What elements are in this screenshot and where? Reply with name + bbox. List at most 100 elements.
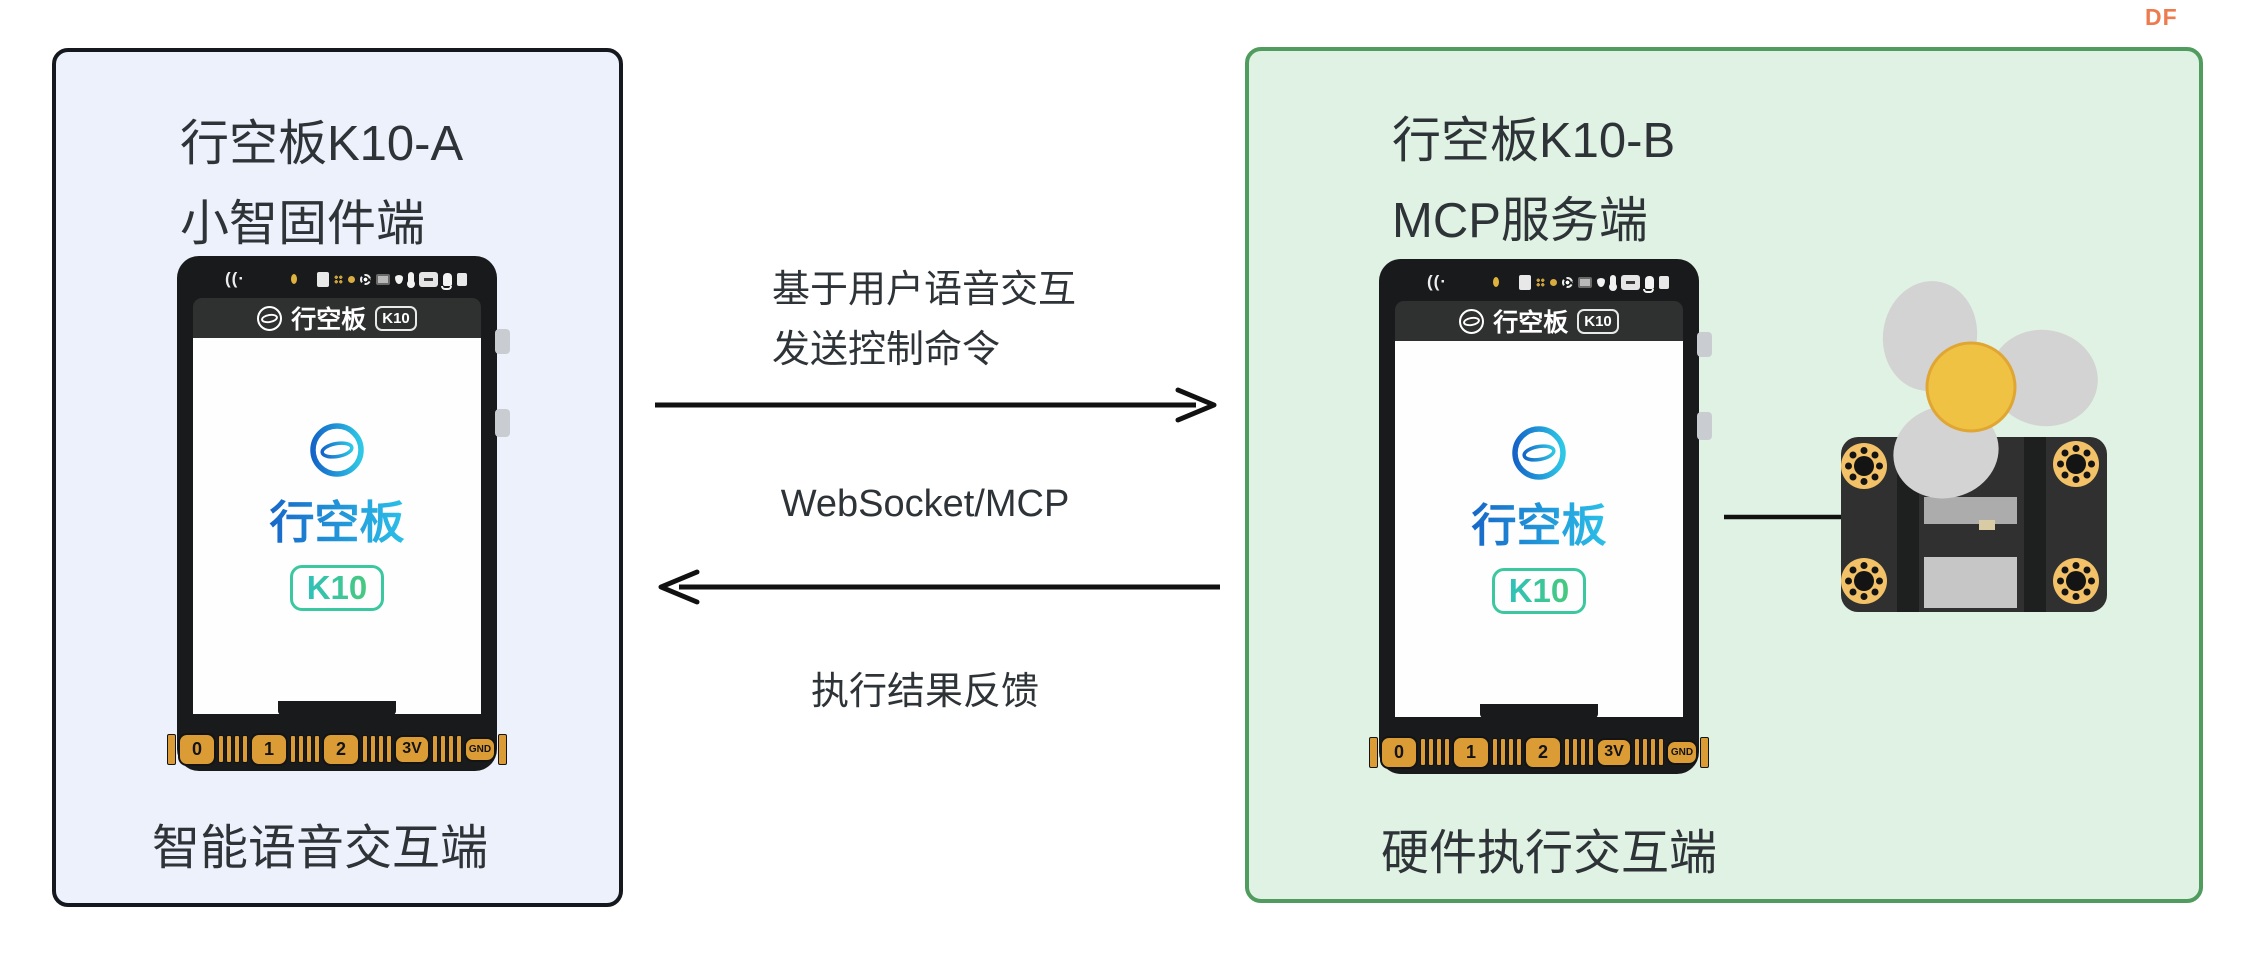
edge-pin [306,735,312,763]
humidity-icon [394,274,403,284]
edge-pin [1588,738,1594,766]
edge-pin [456,735,462,763]
pad-1: 1 [250,732,288,766]
protocol-label: WebSocket/MCP [780,483,1070,525]
pad-0: 0 [178,732,216,766]
request-label-line1: 基于用户语音交互 [772,269,1077,311]
pin-dots-icon [333,274,343,284]
edge-pin [1642,738,1648,766]
edge-pin [242,735,248,763]
fan-module [1724,281,2107,612]
edge-pin [1564,738,1570,766]
pad-2: 2 [1524,735,1562,769]
edge-pin [1572,738,1578,766]
button-icon [456,272,467,286]
chip-icon [1577,276,1592,288]
unihiker-logo-icon [310,423,364,477]
edge-pin [1492,738,1498,766]
arrow-left [658,569,1220,605]
edge-pin [1508,738,1514,766]
button-icon [1620,274,1640,290]
edge-pin [370,735,376,763]
device-header: 行空板 K10 [1395,301,1683,341]
led-icon [347,275,355,283]
edge-pin [1634,738,1640,766]
device-side-button [495,329,510,354]
button-icon [1518,274,1531,290]
pin-dots-icon [1535,277,1545,287]
device-side-button [1697,332,1712,357]
led-icon [290,274,297,284]
left-panel-title-line1: 行空板K10-A [180,117,464,171]
edge-pin [378,735,384,763]
pad-3v: 3V [394,734,430,764]
edge-pin [1580,738,1586,766]
unihiker-logo-icon [1512,426,1566,480]
light-sensor-icon [359,273,371,285]
edge-pin [1500,738,1506,766]
edge-pin [448,735,454,763]
edge-pin [498,733,507,765]
button-icon [316,271,329,287]
device-side-button [1697,412,1712,440]
pad-1: 1 [1452,735,1490,769]
left-panel-caption: 智能语音交互端 [152,822,489,875]
arrow-right [655,387,1217,423]
led-icon [1492,277,1499,287]
dfrobot-logo: DF [2145,4,2178,30]
edge-pin [1420,738,1426,766]
edge-pin [1650,738,1656,766]
screw-bearing [1841,443,1887,489]
edge-pin [290,735,296,763]
edge-pin [432,735,438,763]
sensor-strip: ((· [1397,267,1685,297]
edge-pin [1444,738,1450,766]
right-panel-title: 行空板K10-B MCP服务端 [1392,101,1675,261]
sensor-icon-cluster [316,271,467,290]
edge-pin [362,735,368,763]
sensor-icon-cluster [1518,274,1669,293]
screen-model-badge: K10 [1491,568,1587,614]
microphone-icon [440,272,452,290]
edge-pin [234,735,240,763]
device-brand: 行空板 [1493,309,1569,337]
wifi-antenna-icon: ((· [1427,272,1447,291]
device-screen: 行空板 K10 [1395,341,1683,717]
right-panel-caption: 硬件执行交互端 [1381,827,1718,880]
left-panel-title-line2: 小智固件端 [180,197,426,251]
edge-pin [440,735,446,763]
edge-pin [218,735,224,763]
device-model-badge: K10 [375,305,417,331]
led-icon [1549,278,1557,286]
right-panel-mcp-server: 行空板K10-B MCP服务端 ((· [1245,47,2203,903]
screen-model-badge: K10 [289,565,385,611]
thermometer-icon [1608,274,1617,291]
edge-pin [314,735,320,763]
right-panel-title-line1: 行空板K10-B [1392,114,1676,168]
device-brand: 行空板 [291,306,367,334]
unihiker-logo-icon [257,305,283,331]
request-label: 基于用户语音交互 发送控制命令 [772,260,1076,380]
edge-pin [386,735,392,763]
left-panel-voice-client: 行空板K10-A 小智固件端 ((· [52,48,623,907]
device-header: 行空板 K10 [193,298,481,338]
right-panel-title-line2: MCP服务端 [1392,194,1648,248]
unihiker-logo-icon [1459,308,1485,334]
screen-brand-text: 行空板 [269,486,404,551]
edge-pin [1428,738,1434,766]
screw-bearing [2053,558,2099,604]
humidity-icon [1596,277,1605,287]
edge-pin [1436,738,1442,766]
wifi-antenna-icon: ((· [225,269,245,288]
pad-0: 0 [1380,735,1418,769]
edge-pin [1700,736,1709,768]
edge-pin [1369,736,1378,768]
button-icon [418,271,438,287]
edge-pin [1516,738,1522,766]
edge-pin [226,735,232,763]
pad-3v: 3V [1596,737,1632,767]
fan-hub [1925,341,2017,433]
edge-pin [167,733,176,765]
response-label: 执行结果反馈 [810,671,1039,713]
